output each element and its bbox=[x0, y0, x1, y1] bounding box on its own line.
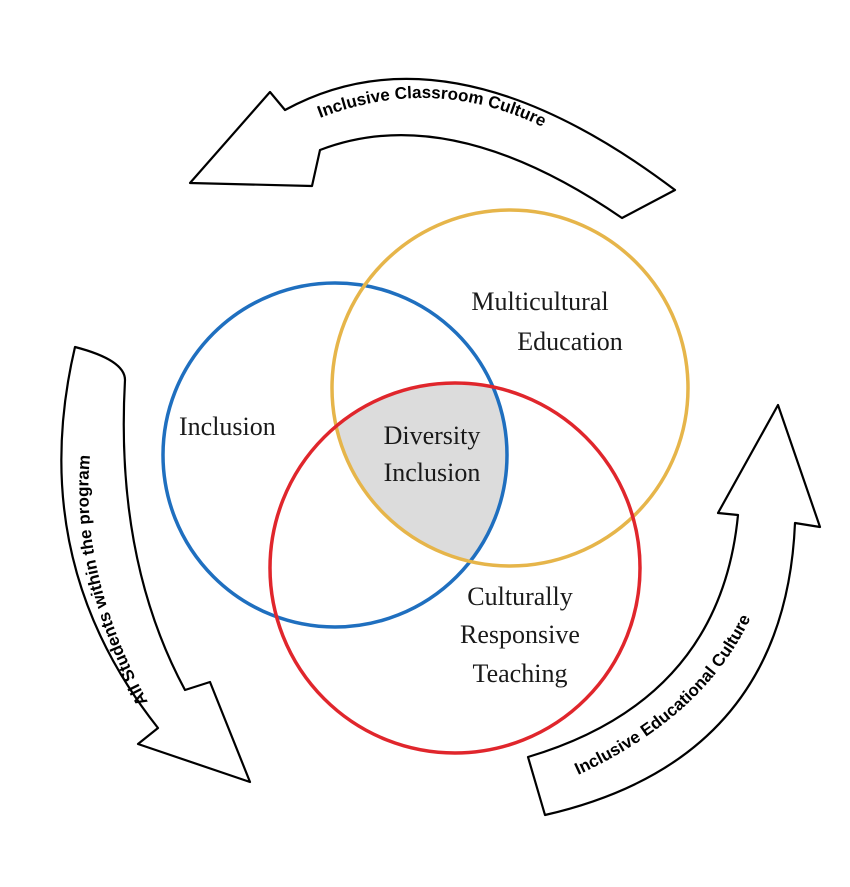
diversity-inclusion-label: Diversity Inclusion bbox=[384, 421, 481, 487]
top-cycle-arrow: Inclusive Classroom Culture bbox=[188, 77, 677, 220]
crt-label-line1: Culturally bbox=[467, 582, 572, 611]
center-label-line2: Inclusion bbox=[384, 458, 481, 487]
multicultural-label-line2: Education bbox=[517, 327, 622, 356]
culturally-responsive-teaching-circle bbox=[268, 381, 642, 755]
multicultural-education-circle bbox=[330, 208, 690, 568]
center-label-line1: Diversity bbox=[384, 421, 481, 450]
culturally-responsive-teaching-label: Culturally Responsive Teaching bbox=[460, 582, 580, 688]
crt-label-line2: Responsive bbox=[460, 620, 580, 649]
multicultural-education-label: Multicultural Education bbox=[471, 287, 622, 356]
inclusion-circle bbox=[161, 281, 509, 629]
top-arrow-shape bbox=[188, 77, 677, 220]
left-arrow-shape bbox=[60, 345, 252, 784]
center-intersection-fill bbox=[332, 383, 507, 566]
right-arrow-shape bbox=[526, 403, 822, 817]
multicultural-label-line1: Multicultural bbox=[471, 287, 608, 316]
crt-label-line3: Teaching bbox=[473, 659, 568, 688]
inclusion-label: Inclusion bbox=[179, 412, 276, 441]
